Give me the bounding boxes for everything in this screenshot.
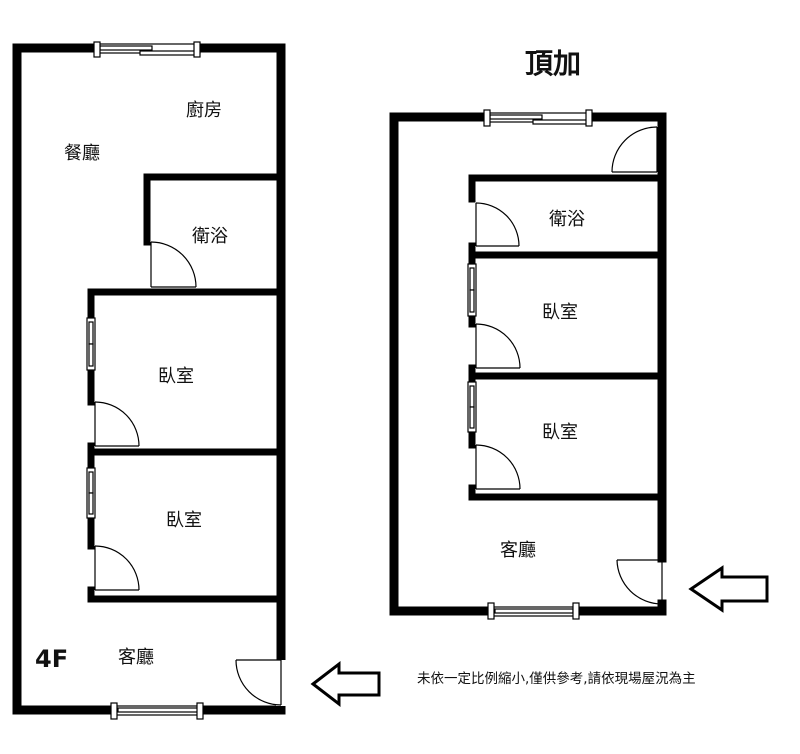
door-swing-icon [235, 659, 286, 706]
room-label-bathroom: 衛浴 [549, 209, 585, 230]
rooftop-title: 頂加 [525, 47, 581, 80]
room-label-kitchen: 廚房 [186, 99, 222, 121]
entrance-arrow-icon [688, 565, 769, 613]
room-label-bathroom: 衛浴 [192, 226, 228, 247]
bedroom-wall-4f [87, 288, 285, 603]
door-swing-icon [94, 545, 140, 591]
room-label-dining: 餐廳 [64, 143, 100, 164]
outer-wall-rooftop [389, 112, 667, 616]
plan-4f: 廚房 餐廳 衛浴 臥室 臥室 客廳 4F [12, 41, 381, 720]
room-label-bedroom: 臥室 [166, 510, 202, 531]
room-label-bedroom: 臥室 [542, 302, 578, 323]
window-icon [467, 381, 477, 433]
window-icon [110, 702, 204, 720]
disclaimer-note: 未依一定比例縮小,僅供參考,請依現場屋況為主 [417, 671, 696, 687]
floor-label-4f: 4F [35, 645, 68, 673]
room-label-living: 客廳 [118, 647, 154, 668]
door-swing-icon [94, 401, 140, 447]
outer-wall-4f [12, 43, 286, 715]
window-icon [487, 602, 580, 620]
door-swing-icon [150, 241, 197, 288]
plan-rooftop: 頂加 [389, 47, 769, 620]
window-icon [467, 263, 477, 317]
room-label-bedroom: 臥室 [158, 366, 194, 387]
door-swing-icon [616, 559, 663, 605]
window-icon [86, 317, 96, 371]
entrance-arrow-icon [310, 660, 381, 708]
door-swing-icon [475, 323, 521, 369]
room-label-living: 客廳 [500, 540, 536, 561]
door-swing-icon [475, 444, 521, 490]
door-swing-icon [611, 126, 658, 173]
window-icon [93, 41, 201, 58]
bathroom-wall-4f [143, 173, 285, 246]
room-label-bedroom: 臥室 [542, 422, 578, 443]
door-swing-icon [475, 202, 520, 247]
window-icon [86, 467, 96, 519]
window-icon [483, 109, 593, 127]
